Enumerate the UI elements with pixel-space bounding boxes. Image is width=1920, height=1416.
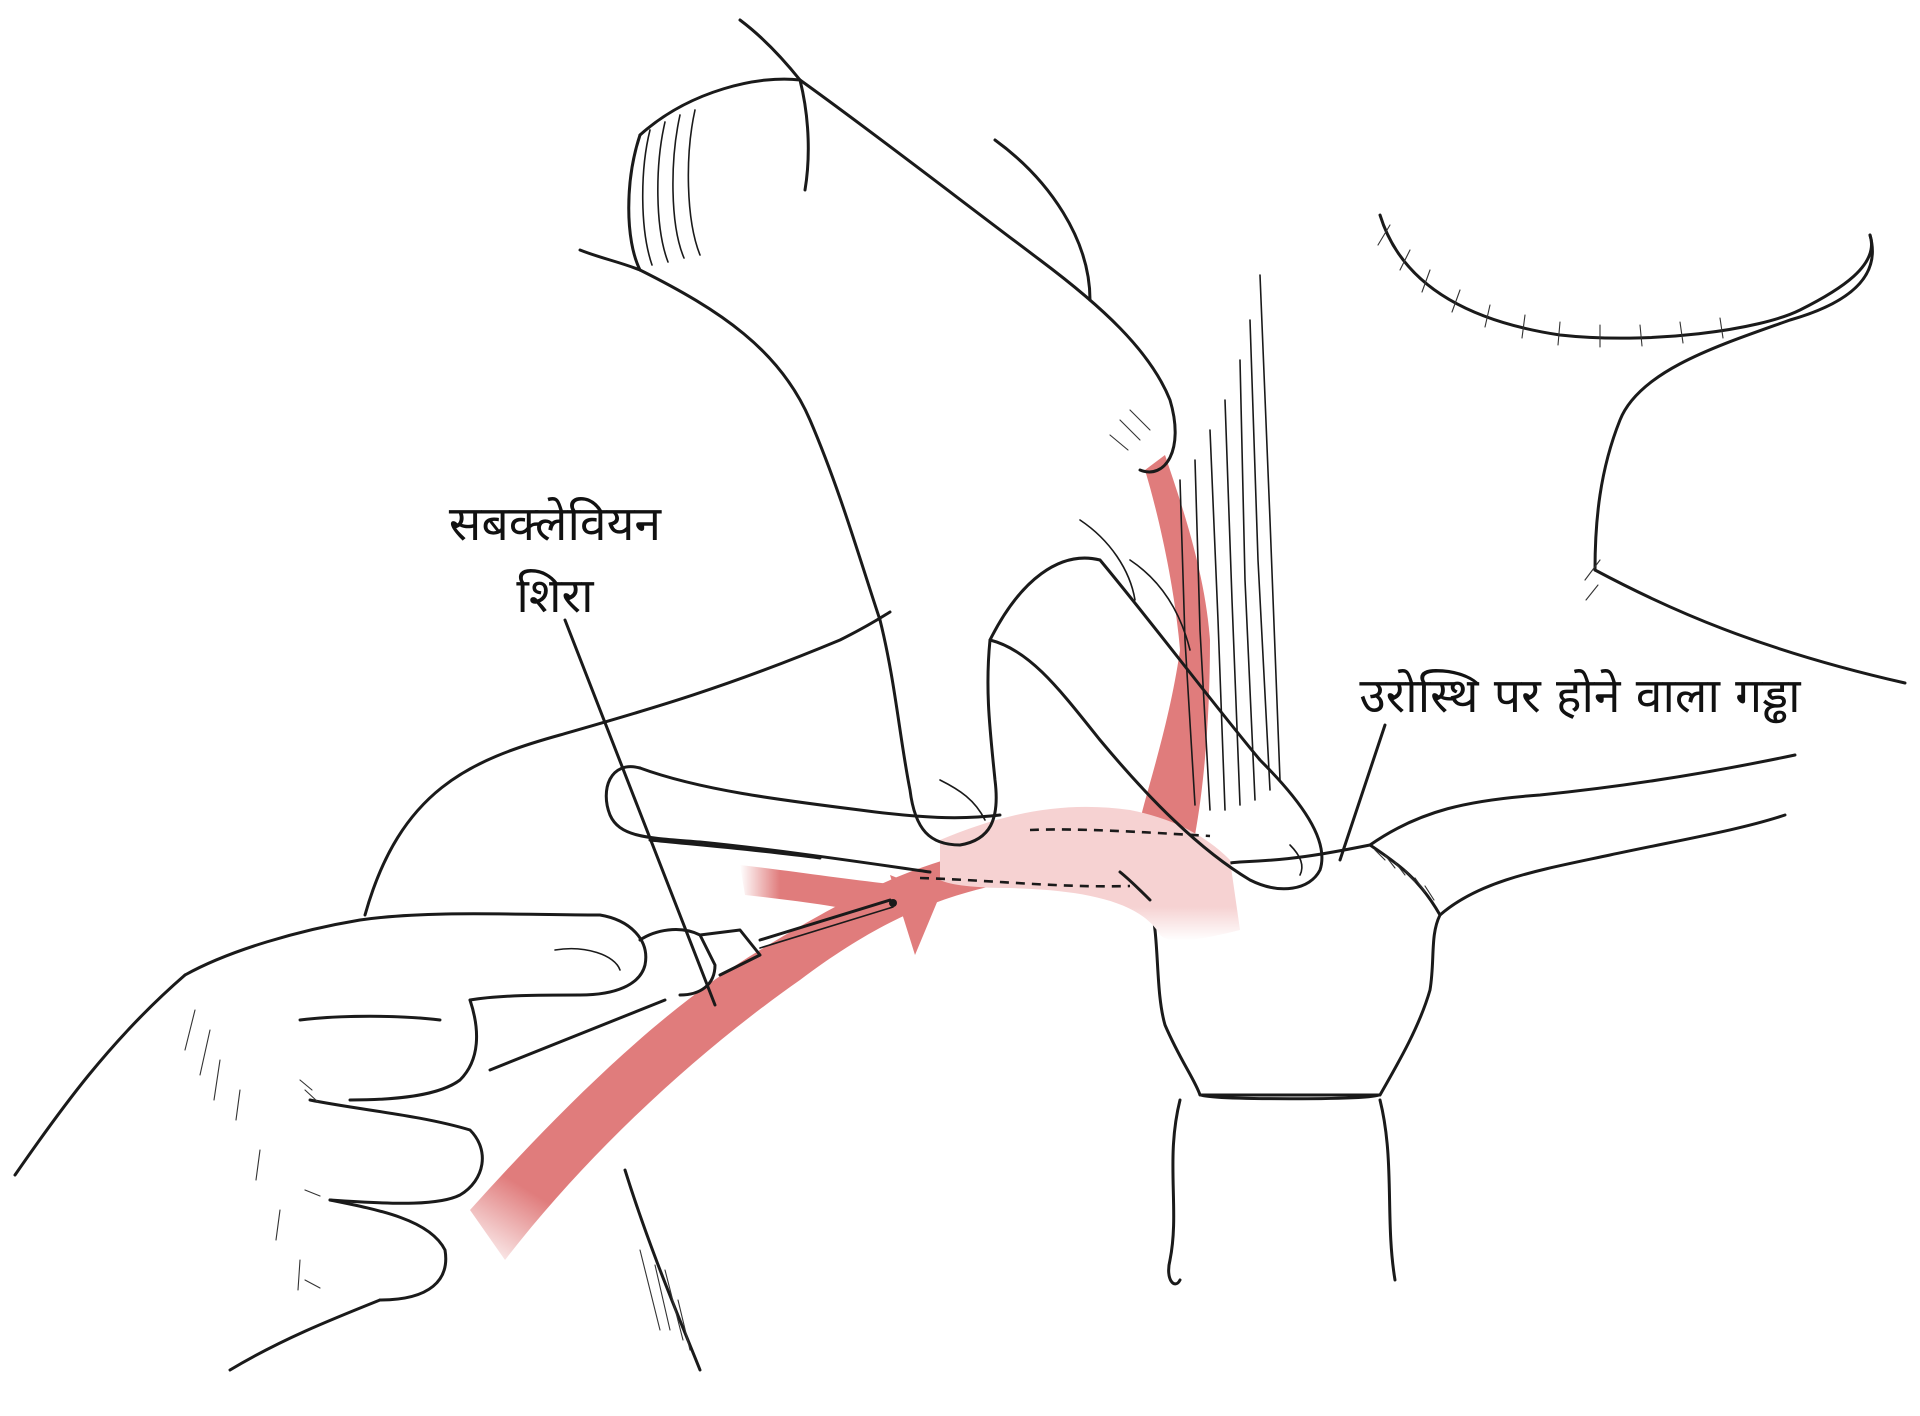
- label-leader-lines: [563, 618, 1387, 1007]
- clavicle: [604, 765, 1152, 902]
- subclavian-vein-label-line2: शिरा: [516, 568, 595, 624]
- body-outline: [363, 138, 1907, 1372]
- neck-muscle-lines: [1179, 274, 1281, 811]
- subclavian-vein-label-line1: सबक्लेवियन: [449, 496, 663, 552]
- lower-hand-with-syringe: [13, 898, 897, 1372]
- upper-gloved-hand: [578, 18, 1324, 891]
- subclavian-leader-line: [563, 618, 717, 1007]
- subclavian-vein: [470, 455, 1240, 1260]
- sternal-notch-label: उरोस्थि पर होने वाला गड्ढा: [1359, 668, 1802, 724]
- sternal-notch-leader-line: [1338, 723, 1387, 862]
- sternum: [1148, 843, 1442, 1286]
- clavicle-dashed-outline: [919, 828, 1211, 888]
